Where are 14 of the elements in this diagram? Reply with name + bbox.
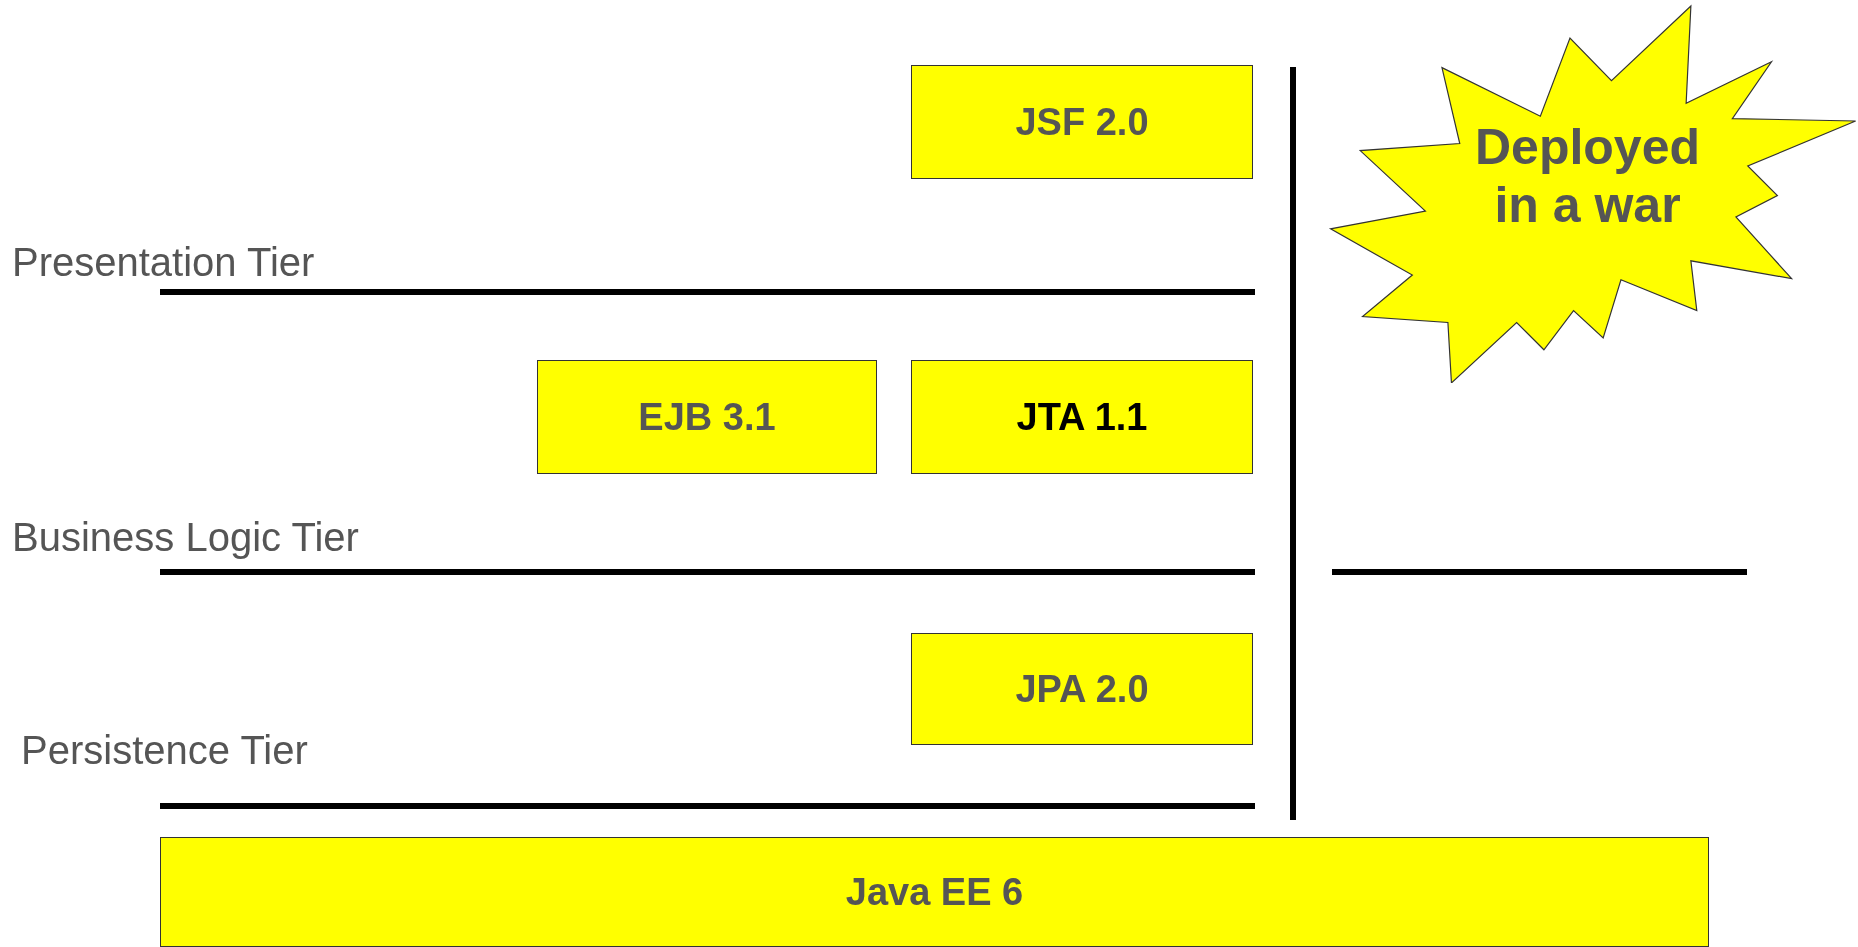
- component-box: [160, 837, 1709, 947]
- box-label: JPA 2.0: [1015, 667, 1149, 711]
- component-box: [911, 65, 1253, 179]
- component-box: [911, 633, 1253, 745]
- component-box: [911, 360, 1253, 474]
- box-label: EJB 3.1: [638, 395, 776, 439]
- box-label: Java EE 6: [845, 870, 1024, 914]
- box-label: JSF 2.0: [1015, 100, 1149, 144]
- component-box: [537, 360, 877, 474]
- tier-label: Business Logic Tier: [12, 515, 359, 560]
- box-label: Deployed in a war: [1473, 119, 1702, 234]
- tier-label: Persistence Tier: [21, 728, 308, 773]
- tier-label: Presentation Tier: [12, 240, 315, 285]
- box-label: JTA 1.1: [1016, 395, 1148, 439]
